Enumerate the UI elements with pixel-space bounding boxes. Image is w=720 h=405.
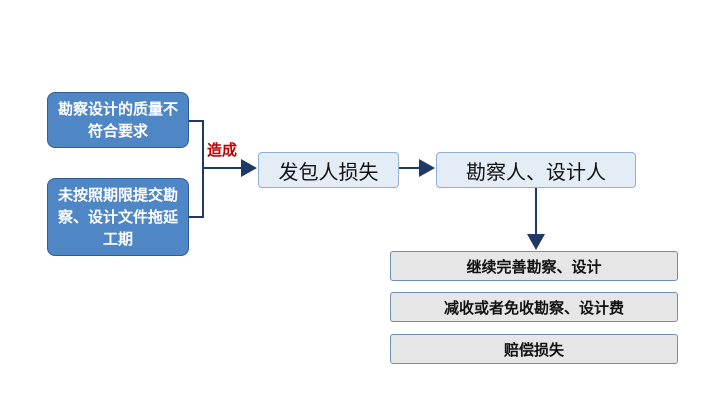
consequence-box-compensate: 赔偿损失 <box>390 334 678 364</box>
consequence-text-fee: 减收或者免收勘察、设计费 <box>443 298 624 317</box>
responsible-text: 勘察人、设计人 <box>466 159 606 184</box>
cause-box-delay: 未按照期限提交勘察、设计文件拖延工期 <box>47 178 189 256</box>
consequence-text-improve: 继续完善勘察、设计 <box>466 257 602 276</box>
cause-text-delay: 未按照期限提交勘察、设计文件拖延工期 <box>57 186 178 248</box>
relation-label: 造成 <box>207 141 238 159</box>
cause-bracket <box>189 120 204 218</box>
cause-text-quality: 勘察设计的质量不符合要求 <box>57 100 178 140</box>
cause-box-quality: 勘察设计的质量不符合要求 <box>47 92 189 148</box>
outcome-text: 发包人损失 <box>278 159 379 184</box>
outcome-box: 发包人损失 <box>258 152 399 188</box>
consequence-text-compensate: 赔偿损失 <box>503 340 564 359</box>
responsible-box: 勘察人、设计人 <box>436 152 636 188</box>
consequence-box-fee: 减收或者免收勘察、设计费 <box>390 292 678 322</box>
consequence-box-improve: 继续完善勘察、设计 <box>390 251 678 281</box>
